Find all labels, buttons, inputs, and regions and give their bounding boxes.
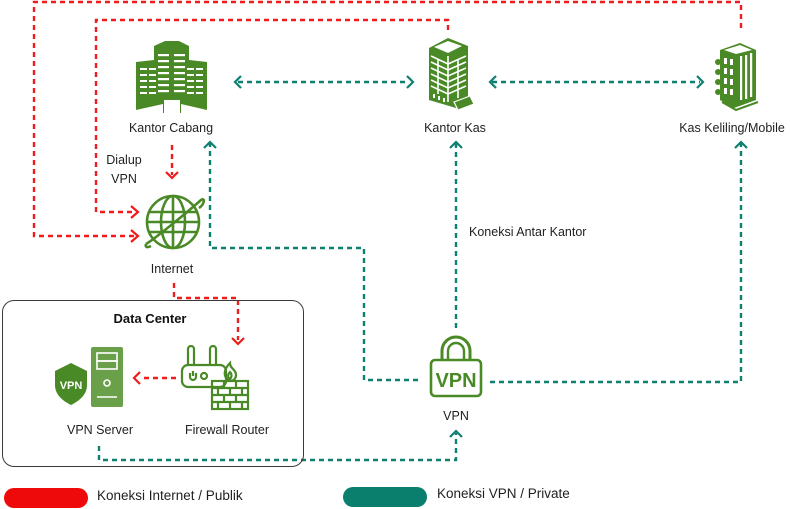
label-dialup: Dialup <box>106 153 142 167</box>
label-kantor-kas: Kantor Kas <box>424 121 486 135</box>
line-vpn-cabang <box>208 143 418 382</box>
data-center-group <box>2 300 304 467</box>
firewall-router-icon <box>180 345 250 411</box>
line-kantorkas-internet <box>94 18 450 214</box>
arrowhead-kaskeliling-internet <box>130 229 140 243</box>
arrowhead-cabang-internet <box>165 171 179 180</box>
arrowhead-up-kaskeliling <box>734 140 748 149</box>
vpn-lock-text: VPN <box>435 370 476 392</box>
label-dialup-vpn: VPN <box>111 172 137 186</box>
arrowhead-kantorkas-internet <box>130 205 140 219</box>
vpn-shield-text: VPN <box>60 380 83 392</box>
arrowhead-firewall <box>231 337 245 346</box>
label-koneksi-antar-kantor: Koneksi Antar Kantor <box>469 225 587 239</box>
data-center-title: Data Center <box>113 311 187 326</box>
line-kaskeliling-internet <box>32 0 743 238</box>
legend-label-internet: Koneksi Internet / Publik <box>97 488 243 503</box>
arrowhead-left-kantorkas <box>488 75 497 89</box>
arrowhead-right-kantorkas <box>406 75 415 89</box>
arrowhead-left-cabang <box>233 75 242 89</box>
label-firewall-router: Firewall Router <box>184 423 270 437</box>
office-complex-icon <box>136 41 207 113</box>
label-kantor-cabang: Kantor Cabang <box>128 121 214 135</box>
arrowhead-up-cabang <box>203 140 217 149</box>
label-internet: Internet <box>150 262 194 276</box>
line-internet-firewall <box>172 283 240 340</box>
office-tower-icon <box>429 38 475 111</box>
label-vpn: VPN <box>443 409 469 423</box>
server-shield-icon: VPN <box>55 347 123 407</box>
line-vpn-kaskeliling <box>490 143 743 384</box>
arrowhead-vpnserver <box>132 371 141 385</box>
legend-swatch-vpn <box>343 487 427 507</box>
building-icon <box>715 43 759 112</box>
label-vpn-server: VPN Server <box>67 423 133 437</box>
legend-label-vpn: Koneksi VPN / Private <box>437 486 570 501</box>
arrowhead-up-kantorkas <box>449 140 463 149</box>
globe-icon <box>144 194 206 250</box>
arrowhead-up-vpn <box>449 429 463 438</box>
vpn-lock-icon: VPN <box>429 335 483 398</box>
arrowhead-right-kaskeliling <box>696 75 705 89</box>
line-vpnserver-vpn <box>97 433 458 462</box>
legend-swatch-internet <box>4 488 88 508</box>
label-kas-keliling: Kas Keliling/Mobile <box>679 121 785 135</box>
